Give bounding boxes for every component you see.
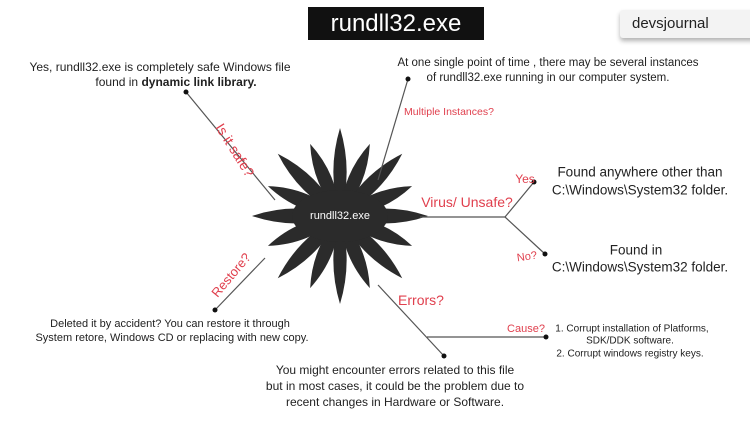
connector-safe — [185, 91, 276, 201]
multiple-answer-line1: At one single point of time , there may … — [397, 57, 699, 69]
safe-answer-line1: Yes, rundll32.exe is completely safe Win… — [29, 60, 291, 74]
node-dot — [542, 251, 548, 257]
question-virus: Virus/ Unsafe? — [421, 194, 513, 210]
virus-no-line2: C:\Windows\System32 folder. — [551, 259, 729, 275]
connector-no — [504, 216, 546, 255]
safe-answer-prefix: found in — [95, 75, 142, 89]
node-dot — [405, 76, 411, 82]
node-dot — [183, 89, 189, 95]
center-label: rundll32.exe — [310, 210, 370, 222]
flower-shape — [252, 128, 428, 304]
restore-answer-line2: System retore, Windows CD or replacing w… — [35, 332, 309, 344]
virus-yes-label: Yes — [515, 172, 535, 186]
connector-yes — [504, 181, 535, 218]
virus-no-line1: Found in — [609, 242, 663, 258]
errors-answer-line1: You might encounter errors related to th… — [275, 363, 515, 377]
connector-multiple — [377, 78, 409, 181]
connector-restore — [214, 257, 266, 311]
cause-line1: 1. Corrupt installation of Platforms, — [555, 323, 709, 335]
virus-yes-line1: Found anywhere other than — [557, 164, 723, 180]
node-dot — [441, 353, 447, 359]
question-errors: Errors? — [398, 292, 444, 308]
restore-answer-line1: Deleted it by accident? You can restore … — [50, 318, 290, 330]
errors-answer-line2: but in most cases, it could be the probl… — [265, 379, 525, 393]
safe-answer-line2: found in dynamic link library. — [95, 75, 256, 89]
connector-errors — [377, 284, 445, 357]
cause-line2: SDK/DDK software. — [586, 335, 674, 347]
node-dot — [531, 179, 537, 185]
node-dot — [543, 334, 549, 340]
errors-cause-label: Cause? — [507, 323, 545, 335]
brand-logo: devsjournal — [620, 10, 750, 38]
errors-answer-line3: recent changes in Hardware or Software. — [285, 395, 505, 409]
flower-center — [292, 190, 388, 242]
virus-yes-line2: C:\Windows\System32 folder. — [551, 182, 729, 198]
page-title: rundll32.exe — [308, 7, 484, 40]
node-dot — [212, 307, 218, 313]
safe-answer-bold: dynamic link library. — [141, 75, 257, 89]
cause-line3: 2. Corrupt windows registry keys. — [556, 348, 704, 360]
multiple-answer-line2: of rundll32.exe running in our computer … — [426, 72, 670, 84]
question-multiple: Multiple Instances? — [404, 106, 494, 118]
